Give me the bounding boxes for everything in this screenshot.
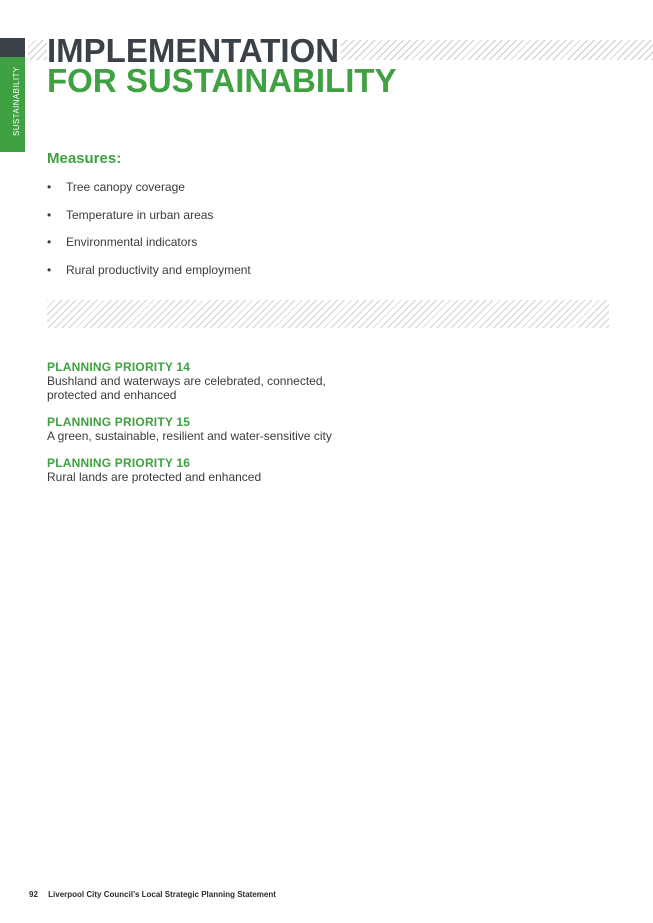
- planning-priority-15: PLANNING PRIORITY 15 A green, sustainabl…: [47, 415, 337, 443]
- planning-priority-16: PLANNING PRIORITY 16 Rural lands are pro…: [47, 456, 337, 484]
- list-item: Tree canopy coverage: [47, 180, 251, 208]
- measures-list: Tree canopy coverage Temperature in urba…: [47, 180, 251, 290]
- side-tab-dark-block: [0, 38, 25, 57]
- page-title-line1: IMPLEMENTATION: [47, 32, 342, 69]
- priority-text: Bushland and waterways are celebrated, c…: [47, 374, 326, 402]
- document-title: Liverpool City Council’s Local Strategic…: [48, 890, 276, 899]
- side-tab-label: SUSTAINABILITY: [12, 66, 21, 136]
- priority-text: A green, sustainable, resilient and wate…: [47, 429, 332, 443]
- page-title-line2: FOR SUSTAINABILITY: [47, 62, 397, 99]
- planning-priority-14: PLANNING PRIORITY 14 Bushland and waterw…: [47, 360, 337, 402]
- section-side-tab: SUSTAINABILITY: [0, 38, 25, 152]
- list-item: Temperature in urban areas: [47, 208, 251, 236]
- page-number: 92: [29, 890, 38, 899]
- measures-heading: Measures:: [47, 150, 122, 167]
- page-title: IMPLEMENTATION FOR SUSTAINABILITY: [47, 32, 397, 99]
- list-item: Environmental indicators: [47, 235, 251, 263]
- priority-title: PLANNING PRIORITY 14: [47, 360, 191, 374]
- page-footer: 92 Liverpool City Council’s Local Strate…: [29, 890, 276, 899]
- list-item: Rural productivity and employment: [47, 263, 251, 291]
- priority-title: PLANNING PRIORITY 15: [47, 415, 191, 429]
- priority-title: PLANNING PRIORITY 16: [47, 456, 191, 470]
- priority-text: Rural lands are protected and enhanced: [47, 470, 262, 484]
- divider-hatch-pattern: [47, 300, 609, 328]
